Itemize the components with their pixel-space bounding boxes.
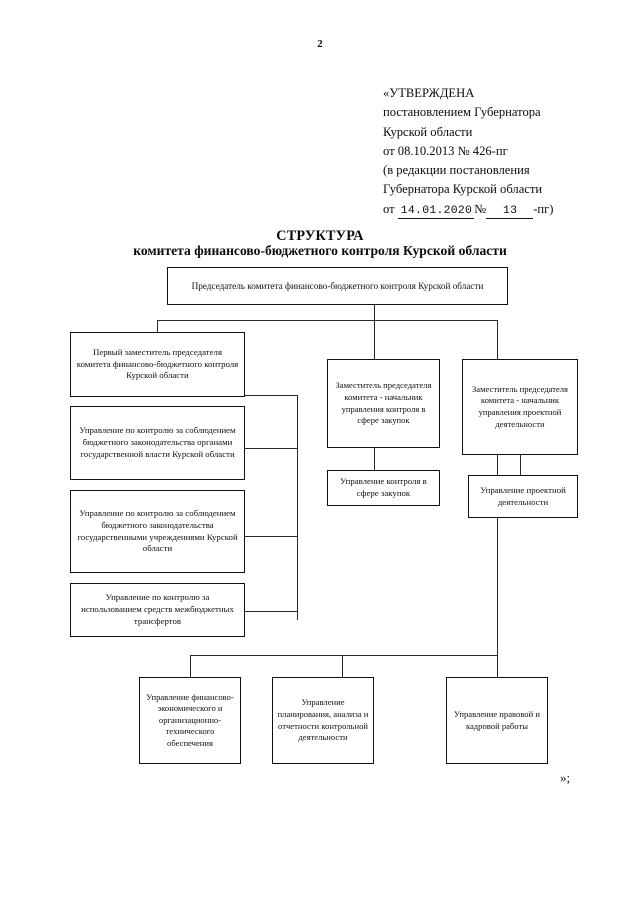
approval-line-1: «УТВЕРЖДЕНА — [383, 86, 475, 100]
org-node-procurement-control[interactable]: Управление контроля в сфере закупок — [327, 470, 440, 506]
org-node-finance-economic[interactable]: Управление финансово-экономического и ор… — [139, 677, 241, 764]
org-node-first-deputy[interactable]: Первый заместитель председателя комитета… — [70, 332, 245, 397]
connector-bottom-bar — [190, 655, 498, 656]
approval-date-value: 14.01.2020 — [397, 204, 475, 219]
connector-drop-legal-hr — [497, 655, 498, 677]
closing-mark: »; — [560, 770, 571, 785]
org-node-budget-authorities-label: Управление по контролю за соблюдением бю… — [79, 425, 236, 459]
connector-procurement-to-dept — [374, 448, 375, 470]
approval-line-2: постановлением Губернатора — [383, 105, 541, 120]
org-node-project-activity-label: Управление проектной деятельности — [480, 484, 566, 507]
approval-date-suffix: -пг) — [533, 201, 554, 216]
connector-root-stem — [374, 305, 375, 321]
approval-line-4: от 08.10.2013 № 426-пг — [383, 143, 508, 158]
org-node-budget-institutions-label: Управление по контролю за соблюдением бю… — [77, 507, 238, 554]
approval-date-prefix: от — [383, 201, 395, 216]
org-node-project-activity[interactable]: Управление проектной деятельности — [468, 475, 578, 518]
connector-stub-budget-institutions — [245, 536, 298, 537]
connector-drop-deputy-procurement — [374, 320, 375, 359]
connector-stub-transfers — [245, 611, 298, 612]
org-node-finance-economic-label: Управление финансово-экономического и ор… — [146, 691, 234, 748]
connector-stub-first-deputy — [245, 395, 298, 396]
approval-number-symbol: № — [474, 201, 487, 216]
approval-number-value: 13 — [486, 204, 534, 219]
connector-root-to-bottom-spine — [497, 455, 498, 655]
org-node-procurement-control-label: Управление контроля в сфере закупок — [340, 476, 427, 498]
approval-line-3: Курской области — [383, 124, 473, 139]
org-node-transfers-label: Управление по контролю за использованием… — [81, 592, 234, 626]
connector-drop-finance-economic — [190, 655, 191, 677]
org-node-budget-authorities[interactable]: Управление по контролю за соблюдением бю… — [70, 406, 245, 480]
connector-stub-budget-authorities — [245, 448, 298, 449]
org-node-deputy-procurement[interactable]: Заместитель председателя комитета - нача… — [327, 359, 440, 448]
connector-drop-first-deputy — [157, 320, 158, 332]
page-number: 2 — [317, 38, 323, 50]
org-node-budget-institutions[interactable]: Управление по контролю за соблюдением бю… — [70, 490, 245, 573]
org-node-root[interactable]: Председатель комитета финансово-бюджетно… — [167, 267, 508, 305]
org-node-transfers[interactable]: Управление по контролю за использованием… — [70, 583, 245, 637]
org-node-planning[interactable]: Управление планирования, анализа и отчет… — [272, 677, 374, 764]
org-node-planning-label: Управление планирования, анализа и отчет… — [277, 697, 369, 743]
approval-line-5: (в редакции постановления — [383, 163, 530, 178]
page-subtitle: комитета финансово-бюджетного контроля К… — [133, 243, 507, 258]
connector-left-spine — [297, 395, 298, 620]
org-node-deputy-procurement-label: Заместитель председателя комитета - нача… — [335, 380, 432, 426]
org-node-root-label: Председатель комитета финансово-бюджетно… — [191, 280, 484, 291]
org-node-legal-hr[interactable]: Управление правовой и кадровой работы — [446, 677, 548, 764]
connector-project-to-dept — [520, 455, 521, 475]
approval-block: «УТВЕРЖДЕНА постановлением Губернатора К… — [383, 84, 633, 219]
org-node-first-deputy-label: Первый заместитель председателя комитета… — [76, 346, 239, 381]
approval-line-6: Губернатора Курской области — [383, 182, 543, 197]
connector-drop-planning — [342, 655, 343, 677]
org-node-deputy-project[interactable]: Заместитель председателя комитета - нача… — [462, 359, 578, 455]
page-title: СТРУКТУРА — [276, 228, 364, 244]
connector-level1-bar — [157, 320, 498, 321]
org-node-legal-hr-label: Управление правовой и кадровой работы — [454, 708, 540, 731]
connector-drop-deputy-project — [497, 320, 498, 359]
org-node-deputy-project-label: Заместитель председателя комитета - нача… — [471, 383, 569, 429]
